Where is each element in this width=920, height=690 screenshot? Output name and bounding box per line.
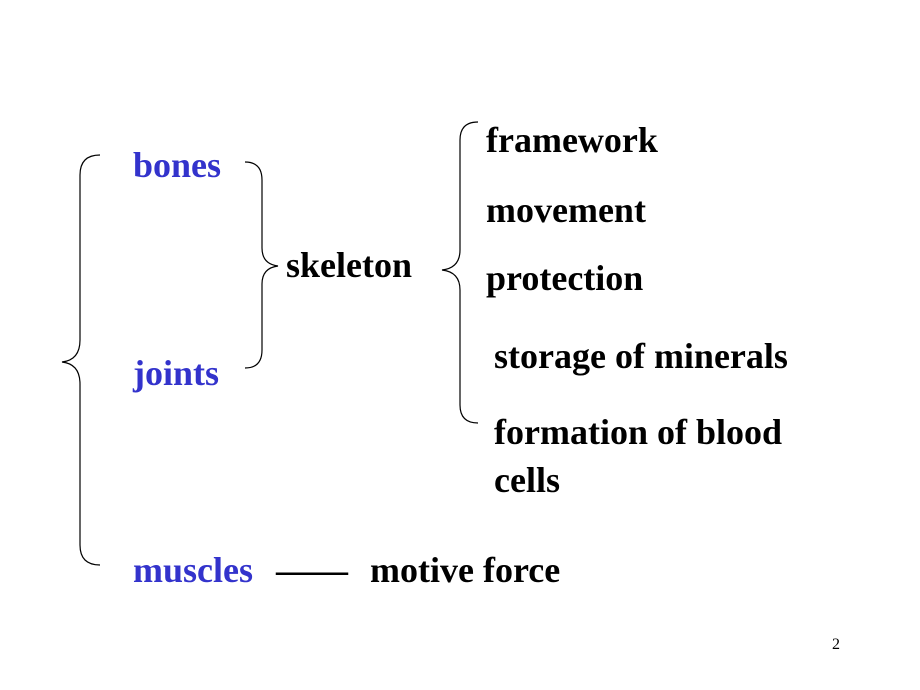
functions-brace — [441, 121, 479, 424]
term-joints: joints — [133, 353, 220, 393]
skeleton-brace — [244, 161, 279, 369]
function-framework: framework — [486, 120, 658, 160]
term-dash: —— — [276, 550, 348, 590]
term-muscles: muscles — [133, 550, 253, 590]
term-bones: bones — [133, 145, 222, 185]
term-skeleton: skeleton — [286, 245, 412, 285]
function-storage: storage of minerals — [494, 336, 788, 376]
term-motive-force: motive force — [370, 550, 561, 590]
function-movement: movement — [486, 190, 646, 230]
page-number: 2 — [832, 636, 840, 653]
function-blood-cells: cells — [494, 460, 560, 500]
function-protection: protection — [486, 258, 644, 298]
function-blood-formation: formation of blood — [494, 412, 782, 452]
outer-brace — [61, 154, 101, 566]
